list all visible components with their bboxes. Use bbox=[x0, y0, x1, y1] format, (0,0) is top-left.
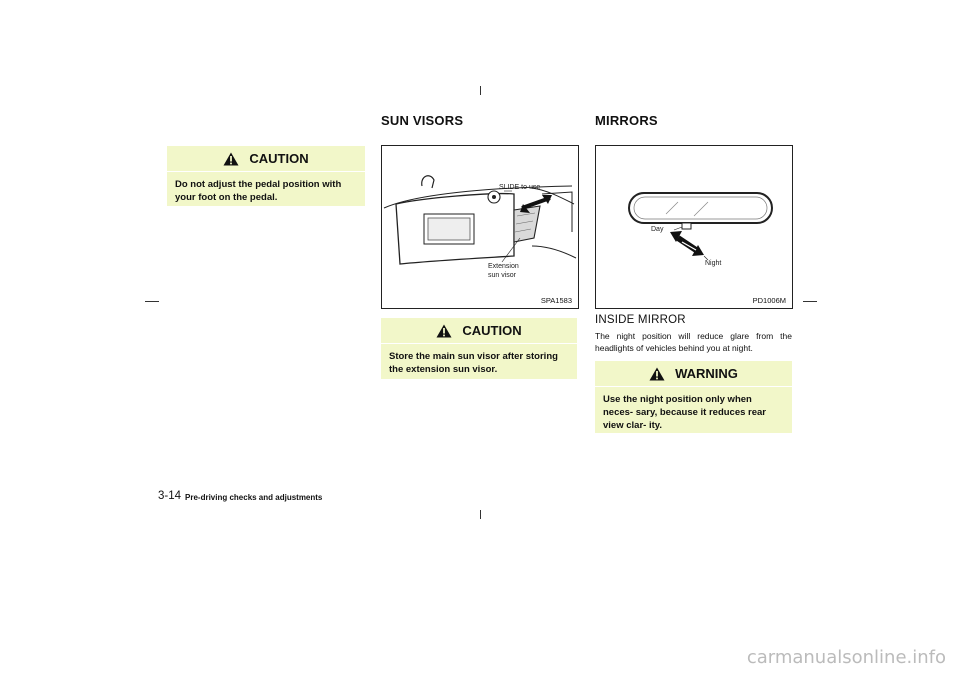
warning-title: WARNING bbox=[675, 366, 738, 381]
warning-header: WARNING bbox=[595, 361, 792, 387]
warning-triangle-icon bbox=[436, 324, 452, 337]
page-number: 3-14 bbox=[158, 490, 182, 502]
crop-mark-top bbox=[480, 86, 481, 95]
pedal-caution-box: CAUTION Do not adjust the pedal position… bbox=[167, 146, 365, 206]
inside-mirror-text: The night position will reduce glare fro… bbox=[595, 331, 792, 353]
mirror-warning-box: WARNING Use the night position only when… bbox=[595, 361, 792, 433]
warning-triangle-icon bbox=[223, 152, 239, 165]
slide-label: SLIDE to use bbox=[499, 184, 541, 191]
crop-mark-right bbox=[803, 301, 817, 302]
extension-label-line1: Extension bbox=[488, 263, 519, 270]
warning-triangle-icon bbox=[649, 367, 665, 380]
caution-title: CAUTION bbox=[462, 323, 522, 338]
watermark: carmanualsonline.info bbox=[746, 647, 946, 668]
sun-visor-illustration bbox=[383, 175, 577, 265]
caution-text: Store the main sun visor after storing t… bbox=[389, 351, 558, 375]
sun-visor-figure: SLIDE to use Extension sun visor SPA1583 bbox=[381, 145, 579, 309]
caution-header: CAUTION bbox=[167, 146, 365, 172]
caution-text: Do not adjust the pedal position with yo… bbox=[175, 179, 342, 203]
inside-mirror-subheading: INSIDE MIRROR bbox=[595, 314, 686, 326]
crop-mark-bottom bbox=[480, 510, 481, 519]
extension-label-line2: sun visor bbox=[488, 272, 517, 279]
figure-code: PD1006M bbox=[752, 296, 786, 305]
warning-text: Use the night position only when neces- … bbox=[603, 394, 767, 431]
chapter-title: Pre-driving checks and adjustments bbox=[185, 493, 323, 502]
inside-mirror-figure: Day Night PD1006M bbox=[595, 145, 793, 309]
figure-code: SPA1583 bbox=[540, 296, 572, 305]
caution-header: CAUTION bbox=[381, 318, 577, 344]
day-label: Day bbox=[651, 226, 664, 233]
sun-visor-caution-box: CAUTION Store the main sun visor after s… bbox=[381, 318, 577, 379]
caution-title: CAUTION bbox=[249, 151, 309, 166]
inside-mirror-illustration bbox=[628, 192, 773, 261]
mirrors-heading: MIRRORS bbox=[595, 113, 658, 128]
night-label: Night bbox=[705, 260, 722, 267]
sun-visors-heading: SUN VISORS bbox=[381, 113, 464, 128]
crop-mark-left bbox=[145, 301, 159, 302]
